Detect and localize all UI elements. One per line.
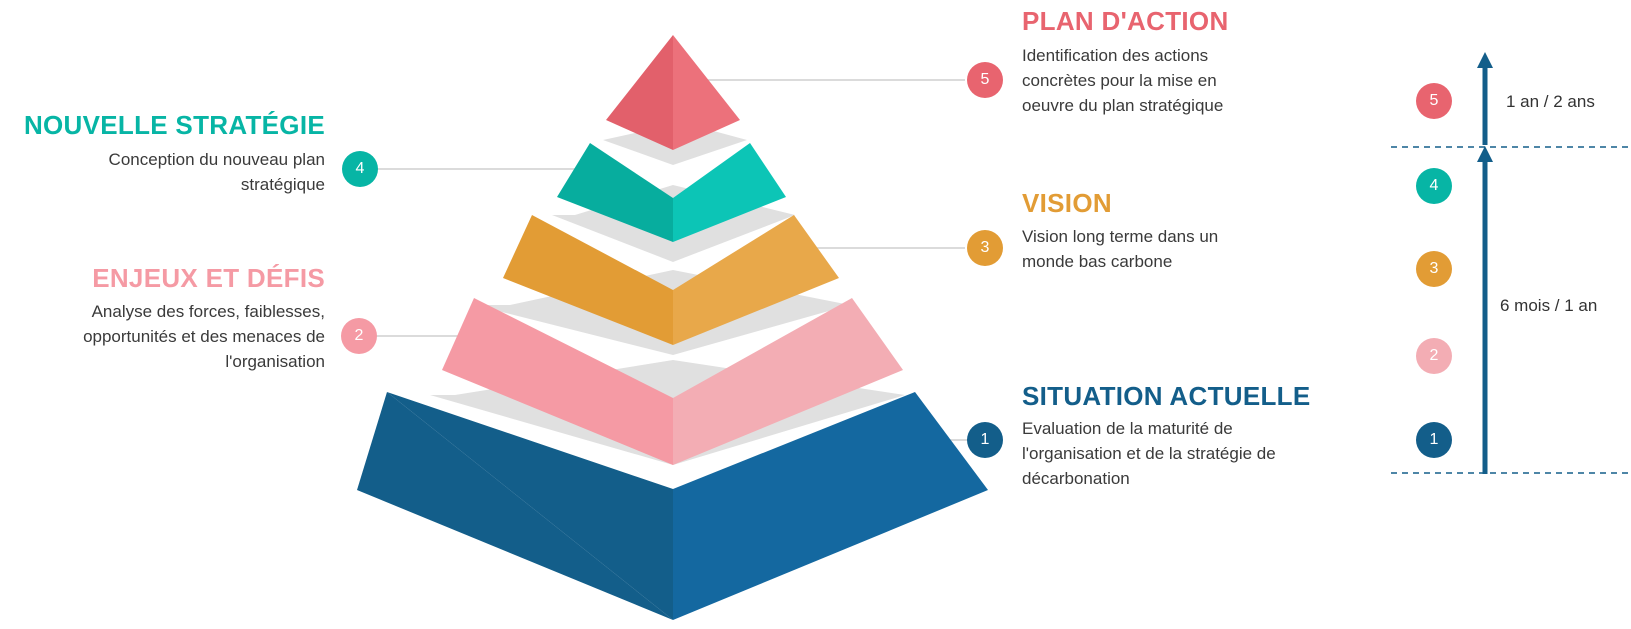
timeline-badge-2: 2 [1416, 338, 1452, 374]
level-4-badge: 4 [342, 151, 378, 187]
level-4-desc-line: Conception du nouveau plan [108, 150, 325, 169]
level-4-desc-line: stratégique [240, 175, 325, 194]
level-5-title: PLAN D'ACTION [1022, 6, 1229, 36]
timeline-upper-label: 1 an / 2 ans [1506, 92, 1595, 111]
timeline-badge-5: 5 [1416, 83, 1452, 119]
level-3-title: VISION [1022, 188, 1112, 218]
level-5-desc-line: Identification des actions [1022, 46, 1209, 65]
level-3-description: Vision long terme dans un monde bas carb… [1022, 224, 1218, 274]
level-4-description: Conception du nouveau plan stratégique [109, 147, 325, 197]
level-1-badge: 1 [967, 422, 1003, 458]
pyramid-level-4 [557, 143, 786, 242]
level-5-badge: 5 [967, 62, 1003, 98]
level-2-desc-line: Analyse des forces, faiblesses, [91, 302, 325, 321]
level-1-desc-line: décarbonation [1022, 469, 1130, 488]
timeline-badge-4: 4 [1416, 168, 1452, 204]
level-1-desc-line: Evaluation de la maturité de [1022, 419, 1233, 438]
timeline-badge-1: 1 [1416, 422, 1452, 458]
level-2-badge: 2 [341, 318, 377, 354]
level-2-title: ENJEUX ET DÉFIS [92, 263, 325, 293]
level-4-title: NOUVELLE STRATÉGIE [23, 110, 325, 140]
level-5-desc-line: concrètes pour la mise en [1022, 71, 1217, 90]
pyramid-level-1 [357, 392, 988, 620]
level-5-desc-line: oeuvre du plan stratégique [1022, 96, 1224, 115]
level-3-badge: 3 [967, 230, 1003, 266]
timeline-lower-label: 6 mois / 1 an [1500, 296, 1598, 315]
level-1-desc-line: l'organisation et de la stratégie de [1022, 444, 1276, 463]
level-1-description: Evaluation de la maturité de l'organisat… [1022, 416, 1276, 491]
pyramid-level-3 [503, 215, 839, 345]
timeline [1391, 52, 1631, 474]
level-2-desc-line: l'organisation [225, 352, 325, 371]
level-2-description: Analyse des forces, faiblesses, opportun… [83, 299, 325, 374]
timeline-badge-3: 3 [1416, 251, 1452, 287]
level-3-desc-line: Vision long terme dans un [1022, 227, 1219, 246]
level-3-desc-line: monde bas carbone [1022, 252, 1173, 271]
timeline-arrow-lower-head [1477, 146, 1493, 162]
level-5-description: Identification des actions concrètes pou… [1022, 43, 1223, 118]
level-2-desc-line: opportunités et des menaces de [83, 327, 325, 346]
level-1-title: SITUATION ACTUELLE [1022, 381, 1311, 411]
pyramid-level-5 [606, 35, 740, 150]
timeline-arrow-upper-head [1477, 52, 1493, 68]
pyramid-level-2 [442, 298, 903, 465]
